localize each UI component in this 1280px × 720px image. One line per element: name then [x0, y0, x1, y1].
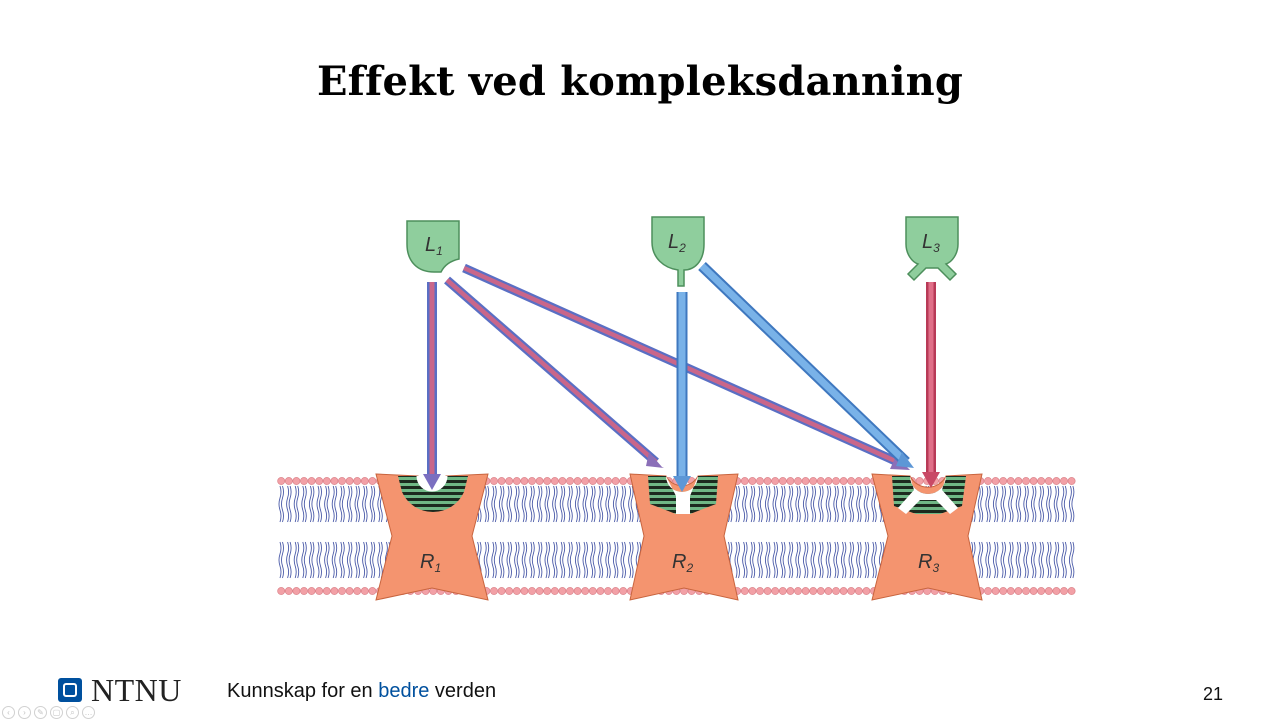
tagline-accent: bedre [378, 680, 430, 702]
slide-title: Effekt ved kompleksdanning [316, 58, 964, 105]
slides-icon[interactable]: ▢ [50, 706, 63, 719]
ligand-l1-label: L1 [425, 234, 443, 258]
ligand-l1: L1 [406, 220, 460, 273]
ntnu-logo-icon [58, 678, 82, 702]
pen-icon[interactable]: ✎ [34, 706, 47, 719]
zoom-icon[interactable]: ⌕ [66, 706, 79, 719]
receptor-r1: R1 [375, 473, 489, 601]
binding-arrows [423, 262, 940, 492]
receptor-r3-label: R3 [918, 551, 939, 575]
receptor-r1-label: R1 [420, 551, 441, 575]
ligand-l3: L3 [905, 216, 959, 282]
receptor-r3: R3 [871, 473, 983, 601]
ligand-l3-label: L3 [922, 231, 940, 255]
receptor-r2-label: R2 [672, 551, 693, 575]
tagline-part2: verden [429, 680, 497, 702]
more-options-icon[interactable]: … [82, 706, 95, 719]
tagline-part1: Kunnskap for en [227, 680, 379, 702]
footer-tagline: Kunnskap for en bedre verden [227, 680, 496, 703]
ligand-l2-label: L2 [668, 231, 686, 255]
slide-nav-controls: ‹ › ✎ ▢ ⌕ … [2, 706, 95, 719]
prev-slide-icon[interactable]: ‹ [2, 706, 15, 719]
receptor-r2: R2 [629, 473, 739, 601]
ntnu-logo: NTNU [58, 674, 182, 706]
page-number: 21 [1202, 684, 1223, 704]
ligand-l2: L2 [651, 216, 705, 287]
next-slide-icon[interactable]: › [18, 706, 31, 719]
logo-text: NTNU [91, 672, 182, 708]
